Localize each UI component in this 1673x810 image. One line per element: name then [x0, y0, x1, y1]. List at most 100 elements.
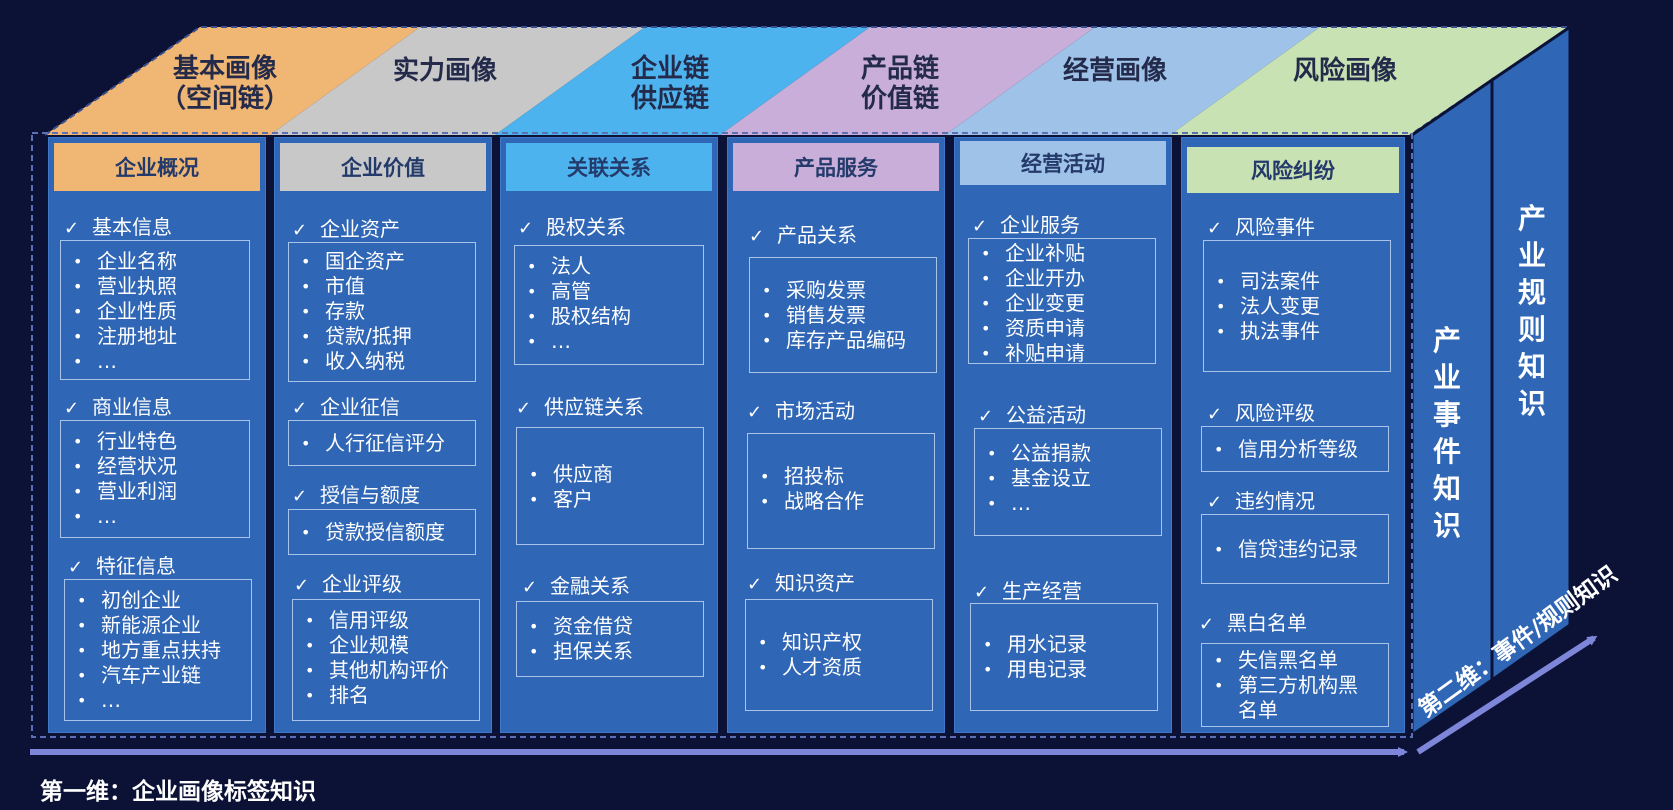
section-label: ✓特征信息	[68, 554, 176, 578]
header-label-1: 基本画像（空间链）	[160, 54, 291, 114]
section-label: ✓供应链关系	[516, 395, 644, 419]
list-item: 人行征信评分	[289, 431, 475, 456]
list-item: 知识产权	[746, 630, 932, 655]
list-item: 企业开办	[969, 266, 1155, 291]
side-label-rule-knowledge: 产业规则知识	[1517, 202, 1546, 420]
list-item: 企业规模	[293, 633, 479, 658]
axis-second-arrow	[1416, 635, 1598, 755]
list-item: 招投标	[748, 464, 934, 489]
list-item: 司法案件	[1204, 269, 1390, 294]
list-item: 库存产品编码	[750, 328, 936, 353]
check-icon: ✓	[292, 486, 308, 507]
item-box: 企业补贴 企业开办 企业变更 资质申请 补贴申请	[968, 238, 1156, 366]
list-item: 战略合作	[748, 489, 934, 514]
section-label: ✓产品关系	[749, 223, 857, 247]
check-icon: ✓	[522, 577, 538, 598]
header-band-3	[495, 27, 870, 135]
check-icon: ✓	[747, 574, 763, 595]
column-title: 产品服务	[733, 143, 939, 191]
list-item: 地方重点扶持	[65, 638, 251, 663]
list-item: 客户	[517, 487, 703, 512]
check-icon: ✓	[1207, 218, 1223, 239]
list-item: 执法事件	[1204, 319, 1390, 344]
section-label: ✓市场活动	[747, 399, 855, 423]
item-box: 信用分析等级	[1201, 426, 1389, 472]
list-item: 其他机构评价	[293, 658, 479, 683]
list-item: 失信黑名单	[1202, 648, 1388, 673]
section-label: ✓违约情况	[1207, 489, 1315, 513]
item-box: 采购发票 销售发票 库存产品编码	[749, 257, 937, 373]
check-icon: ✓	[1207, 404, 1223, 425]
column-enterprise-overview: 企业概况 ✓基本信息 企业名称 营业执照 企业性质 注册地址 … ✓商业信息 行…	[48, 137, 266, 733]
check-icon: ✓	[974, 582, 990, 603]
item-box: 初创企业 新能源企业 地方重点扶持 汽车产业链 …	[64, 579, 252, 721]
list-item: 基金设立	[975, 466, 1161, 491]
list-item: 贷款授信额度	[289, 520, 475, 545]
list-item: 企业名称	[61, 249, 249, 274]
header-band-6	[1170, 27, 1570, 135]
section-label: ✓企业征信	[292, 395, 400, 419]
list-item: 企业性质	[61, 299, 249, 324]
header-label-3: 企业链供应链	[630, 54, 709, 114]
list-item: 第三方机构黑	[1202, 673, 1388, 698]
check-icon: ✓	[68, 557, 84, 578]
check-icon: ✓	[292, 220, 308, 241]
list-item: 供应商	[517, 462, 703, 487]
section-label: ✓风险事件	[1207, 215, 1315, 239]
item-box: 企业名称 营业执照 企业性质 注册地址 …	[60, 240, 250, 380]
section-label: ✓商业信息	[64, 395, 172, 419]
list-item: 用水记录	[971, 632, 1157, 657]
list-item: 经营状况	[61, 454, 249, 479]
column-title: 企业概况	[54, 143, 260, 191]
item-box: 信用评级 企业规模 其他机构评价 排名	[292, 599, 480, 721]
list-item: 存款	[289, 299, 475, 324]
list-item: 法人变更	[1204, 294, 1390, 319]
check-icon: ✓	[749, 226, 765, 247]
list-item-continuation: 名单	[1238, 698, 1278, 722]
item-box: 人行征信评分	[288, 420, 476, 466]
item-box: 国企资产 市值 存款 贷款/抵押 收入纳税	[288, 242, 476, 382]
section-label: ✓企业评级	[294, 572, 402, 596]
header-band-1	[45, 27, 420, 135]
side-label-event-knowledge: 产业事件知识	[1432, 324, 1461, 542]
column-relations: 关联关系 ✓股权关系 法人 高管 股权结构 … ✓供应链关系 供应商 客户 ✓金…	[500, 137, 718, 733]
list-item: …	[975, 491, 1161, 516]
list-item: 初创企业	[65, 588, 251, 613]
list-item: 资质申请	[969, 316, 1155, 341]
list-item: 企业补贴	[969, 241, 1155, 266]
section-label: ✓知识资产	[747, 571, 855, 595]
item-box: 失信黑名单 第三方机构黑 名单	[1201, 643, 1389, 727]
check-icon: ✓	[1207, 492, 1223, 513]
header-label-4: 产品链价值链	[860, 54, 939, 114]
list-item: 排名	[293, 683, 479, 708]
list-item: …	[61, 504, 249, 529]
list-item: 用电记录	[971, 657, 1157, 682]
list-item: 行业特色	[61, 429, 249, 454]
header-band-5	[945, 27, 1320, 135]
check-icon: ✓	[64, 218, 80, 239]
list-item: 补贴申请	[969, 341, 1155, 366]
list-item: 信用分析等级	[1202, 437, 1388, 462]
item-box: 贷款授信额度	[288, 509, 476, 555]
list-item: 企业变更	[969, 291, 1155, 316]
list-item: 注册地址	[61, 324, 249, 349]
check-icon: ✓	[64, 398, 80, 419]
item-box: 信贷违约记录	[1201, 514, 1389, 584]
column-title: 关联关系	[506, 143, 712, 191]
column-title: 风险纠纷	[1187, 147, 1399, 193]
check-icon: ✓	[516, 398, 532, 419]
check-icon: ✓	[292, 398, 308, 419]
item-box: 知识产权 人才资质	[745, 599, 933, 711]
column-products: 产品服务 ✓产品关系 采购发票 销售发票 库存产品编码 ✓市场活动 招投标 战略…	[727, 137, 945, 733]
item-box: 供应商 客户	[516, 427, 704, 545]
list-item: 贷款/抵押	[289, 324, 475, 349]
list-item: 高管	[515, 279, 703, 304]
section-label: ✓授信与额度	[292, 483, 420, 507]
list-item: …	[61, 349, 249, 374]
section-label: ✓股权关系	[518, 215, 626, 239]
list-item: 人才资质	[746, 655, 932, 680]
item-box: 行业特色 经营状况 营业利润 …	[60, 420, 250, 538]
section-label: ✓风险评级	[1207, 401, 1315, 425]
header-label-6: 风险画像	[1292, 56, 1397, 86]
list-item: 新能源企业	[65, 613, 251, 638]
